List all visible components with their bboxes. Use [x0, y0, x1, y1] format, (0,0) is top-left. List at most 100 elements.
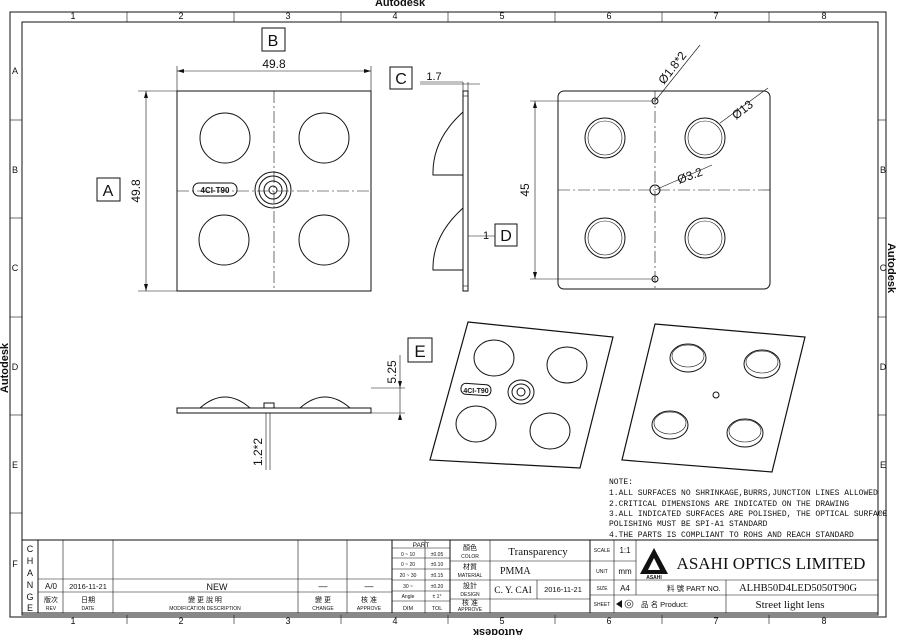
rev-change: —: [319, 581, 328, 591]
material-label: 材質: [463, 562, 477, 571]
notes: NOTE: 1.ALL SURFACES NO SHRINKAGE,BURRS,…: [609, 478, 888, 540]
col-label: 6: [606, 11, 611, 21]
product-label: 品 名 Product:: [641, 599, 688, 609]
tol-range: 20 ~ 30: [400, 573, 417, 579]
designer: C. Y. CAI: [494, 586, 531, 596]
tol-value: ±0.10: [431, 562, 444, 568]
tol-value: ±0.15: [431, 573, 444, 579]
hdr-change: 變 更: [315, 595, 331, 604]
hdr-approve: 核 准: [361, 595, 377, 604]
color-label: 顏色: [463, 543, 477, 552]
dim-step: 1: [483, 230, 489, 242]
design-label-en: DESIGN: [460, 592, 480, 598]
unit-label: UNIT: [596, 569, 608, 575]
note-line: POLISHING MUST BE SPI-A1 STANDARD: [609, 520, 768, 529]
hdr-rev-en: REV: [46, 606, 57, 612]
watermark-right: Autodesk: [885, 243, 897, 294]
dim-center-hole: Ø3.2: [675, 165, 705, 187]
tol-range: Angle: [402, 594, 415, 600]
dim-lens-dia: Ø13: [729, 97, 756, 122]
row-label: B: [12, 165, 18, 175]
row-label: A: [12, 66, 18, 76]
material-value: PMMA: [500, 566, 531, 577]
scale-label: SCALE: [594, 548, 611, 554]
dim-height: 49.8: [129, 179, 143, 203]
row-label: F: [12, 559, 18, 569]
view-label-c: C: [395, 71, 407, 88]
view-label-e: E: [414, 342, 425, 361]
material-label-en: MATERIAL: [458, 573, 483, 579]
hdr-date-en: DATE: [82, 606, 96, 612]
dim-width: 49.8: [262, 57, 286, 71]
change-letter: H: [27, 556, 34, 566]
note-line: 3.ALL INDICATED SURFACES ARE POLISHED, T…: [609, 510, 888, 519]
view-label-b: B: [268, 33, 279, 50]
rev-date: 2016-11-21: [69, 582, 107, 591]
row-label: E: [12, 460, 18, 470]
col-label: 5: [499, 616, 504, 626]
dim-hole-pitch: 45: [518, 183, 532, 197]
col-label: 4: [392, 616, 397, 626]
note-line: 4.THE PARTS IS COMPLIANT TO ROHS AND REA…: [609, 531, 854, 540]
hdr-approve-en: APPROVE: [357, 606, 382, 612]
part-no: ALHB50D4LED5050T90G: [739, 583, 857, 594]
row-label: C: [12, 263, 19, 273]
notes-title: NOTE:: [609, 478, 633, 487]
col-label: 8: [821, 616, 826, 626]
asahi-logo-icon: ASAHI: [640, 548, 668, 581]
col-label: 3: [285, 616, 290, 626]
unit-value: mm: [618, 567, 632, 576]
watermark-bottom: Autodesk: [472, 626, 523, 635]
front-view: 4CI-T90 49.8 B 49.8 A: [96, 27, 372, 292]
watermark-left: Autodesk: [0, 342, 11, 393]
design-label: 設計: [463, 581, 477, 590]
row-label: B: [880, 165, 886, 175]
dim-lens-height: 5.25: [385, 360, 399, 384]
approve-label-en: APPROVE: [458, 607, 483, 613]
product-name: Street light lens: [755, 599, 824, 611]
dim-pin: 1.2*2: [251, 438, 265, 466]
iso-view-rear: [621, 323, 806, 473]
col-label: 1: [70, 616, 75, 626]
tol-value: ±0.05: [431, 552, 444, 558]
view-label-d: D: [500, 228, 512, 245]
col-label: 4: [392, 11, 397, 21]
lens-marking: 4CI-T90: [201, 186, 230, 195]
iso-view-front: 4CI-T90: [429, 321, 614, 469]
row-label: C: [880, 263, 887, 273]
tol-value: ±0.20: [431, 584, 444, 590]
sheet-label: SHEET: [594, 602, 611, 608]
inner-frame: [21, 21, 879, 616]
approve-label: 核 准: [462, 598, 478, 607]
col-label: 1: [70, 11, 75, 21]
part-no-label: 料 號 PART NO.: [667, 583, 721, 593]
rev-value: A/0: [45, 582, 58, 591]
tol-range: 30 ~: [403, 584, 413, 590]
hdr-desc: 變 更 說 明: [188, 595, 222, 604]
tol-value: ± 1°: [433, 594, 442, 600]
row-label: D: [880, 362, 887, 372]
view-label-a: A: [103, 183, 114, 200]
tol-tol-label: TOL: [432, 606, 443, 612]
tol-dim-label: DIM: [403, 606, 414, 612]
side-view: 1.7 C 1 D: [389, 66, 518, 292]
row-label: D: [12, 362, 19, 372]
change-letter: N: [27, 580, 34, 590]
hdr-date: 日期: [81, 596, 95, 604]
change-letter: C: [27, 544, 34, 554]
row-label: E: [880, 460, 886, 470]
col-label: 5: [499, 11, 504, 21]
size-value: A4: [620, 584, 630, 593]
design-date: 2016-11-21: [544, 585, 582, 594]
col-label: 2: [178, 11, 183, 21]
hdr-rev: 版次: [44, 595, 58, 604]
dim-thickness: 1.7: [426, 71, 441, 83]
change-letter: E: [27, 603, 33, 613]
hdr-desc-en: MODIFICATION DESCRIPTION: [169, 606, 241, 612]
title-block: C H A N G E A/0 2016-11-21 NEW — — 版次 RE…: [21, 539, 879, 614]
note-line: 2.CRITICAL DIMENSIONS ARE INDICATED ON T…: [609, 500, 849, 509]
logo-text: ASAHI: [646, 575, 662, 581]
hdr-change-en: CHANGE: [312, 606, 334, 612]
tol-range: 0 ~ 10: [401, 552, 415, 558]
